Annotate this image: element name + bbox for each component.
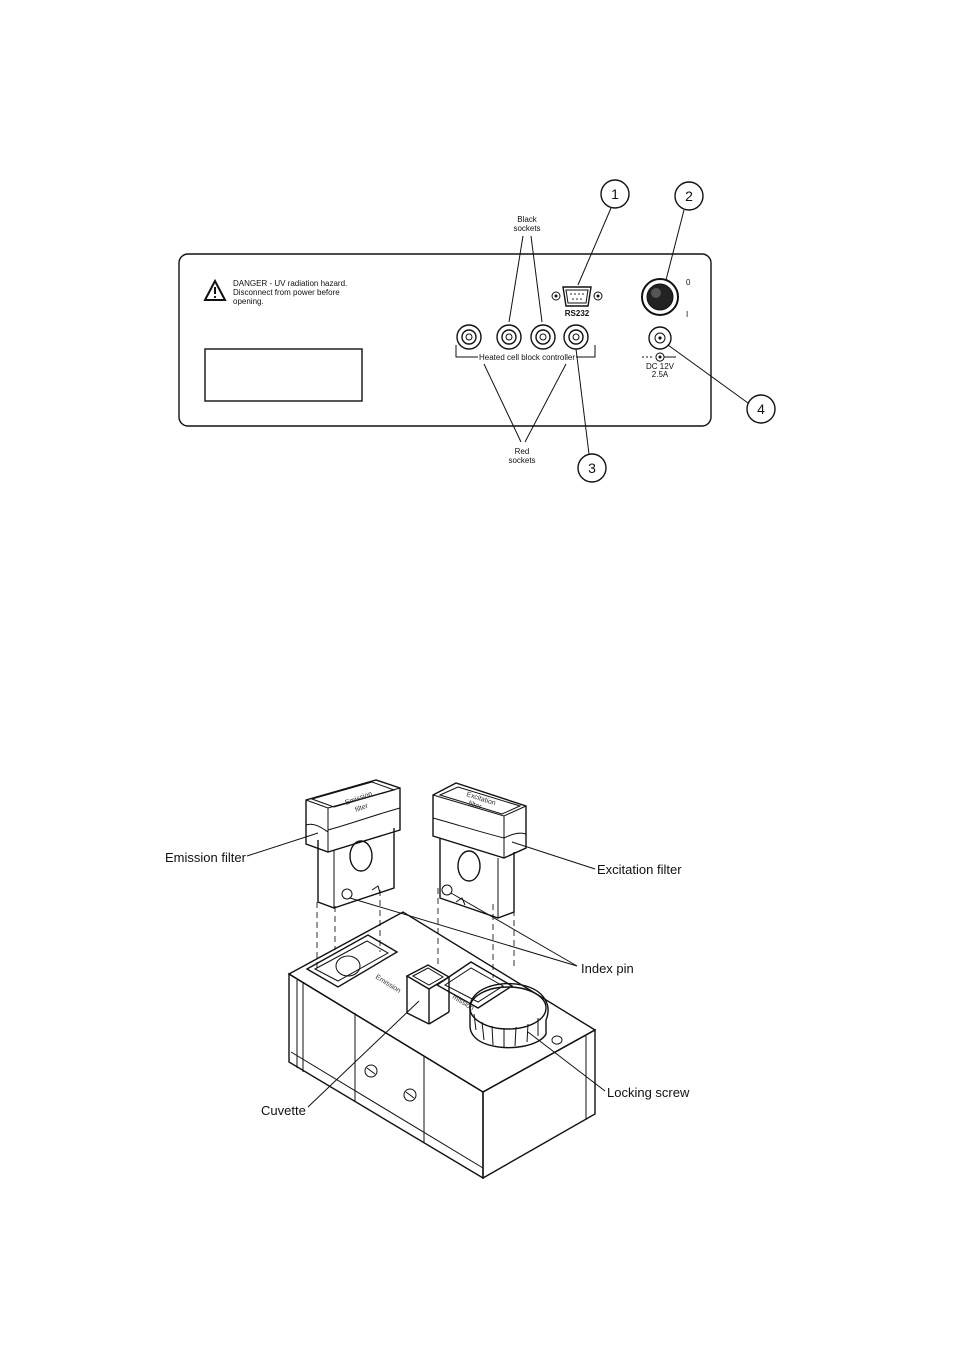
warning-text-line2: Disconnect from power before xyxy=(233,288,340,297)
warning-triangle-icon xyxy=(205,281,225,300)
callout-1-number: 1 xyxy=(611,186,619,202)
power-switch-icon xyxy=(642,279,678,315)
heated-block-label: Heated cell block controller xyxy=(479,353,575,362)
red-socket-leader-right xyxy=(525,364,566,442)
switch-on-label: I xyxy=(686,310,688,319)
dc-polarity-icon xyxy=(642,353,676,361)
warning-text-line3: opening. xyxy=(233,297,264,306)
dc-rating-line2: 2.5A xyxy=(652,370,669,379)
rear-panel-figure: DANGER - UV radiation hazard. Disconnect… xyxy=(179,180,775,482)
socket-black-1 xyxy=(497,325,521,349)
locking-screw-leader xyxy=(528,1032,605,1091)
black-socket-leader-right xyxy=(531,236,542,322)
socket-red-2 xyxy=(564,325,588,349)
excitation-filter-label: Excitation filter xyxy=(597,862,682,877)
red-sockets-label-1: Red xyxy=(515,447,530,456)
emission-cap-text-1: Emission xyxy=(344,791,373,807)
index-pin-leader-emission xyxy=(350,898,577,966)
emission-engraving: Emission xyxy=(374,974,402,995)
emission-filter-label: Emission filter xyxy=(165,850,247,865)
callout-2-leader xyxy=(666,210,684,280)
callout-4-leader xyxy=(668,345,748,403)
cuvette-icon xyxy=(407,965,449,1024)
black-sockets-label-2: sockets xyxy=(513,224,540,233)
cuvette-leader xyxy=(308,1001,419,1107)
socket-black-2 xyxy=(531,325,555,349)
rs232-port-icon xyxy=(552,287,602,306)
filter-block-figure: Emission mission xyxy=(165,780,690,1178)
black-sockets-label-1: Black xyxy=(517,215,538,224)
locking-screw-icon xyxy=(470,984,562,1048)
rs232-label: RS232 xyxy=(565,309,590,318)
socket-red-1 xyxy=(457,325,481,349)
index-pin-label: Index pin xyxy=(581,961,634,976)
warning-text-line1: DANGER - UV radiation hazard. xyxy=(233,279,347,288)
callout-2-number: 2 xyxy=(685,188,693,204)
callout-3-number: 3 xyxy=(588,460,596,476)
dc-power-jack-icon xyxy=(649,327,671,349)
emission-cap-text-2: filter xyxy=(354,803,369,814)
red-socket-leader-left xyxy=(484,364,521,442)
callout-1-leader xyxy=(578,208,611,285)
callout-3-leader xyxy=(576,349,589,454)
cuvette-label: Cuvette xyxy=(261,1103,306,1118)
switch-off-label: 0 xyxy=(686,278,691,287)
excitation-filter-leader xyxy=(512,842,595,869)
excitation-filter-slot xyxy=(437,962,512,1008)
locking-screw-label: Locking screw xyxy=(607,1085,690,1100)
black-socket-leader-left xyxy=(509,236,523,322)
callout-4-number: 4 xyxy=(757,401,765,417)
rating-label-plate xyxy=(205,349,362,401)
red-sockets-label-2: sockets xyxy=(508,456,535,465)
cell-block-body xyxy=(289,912,595,1178)
